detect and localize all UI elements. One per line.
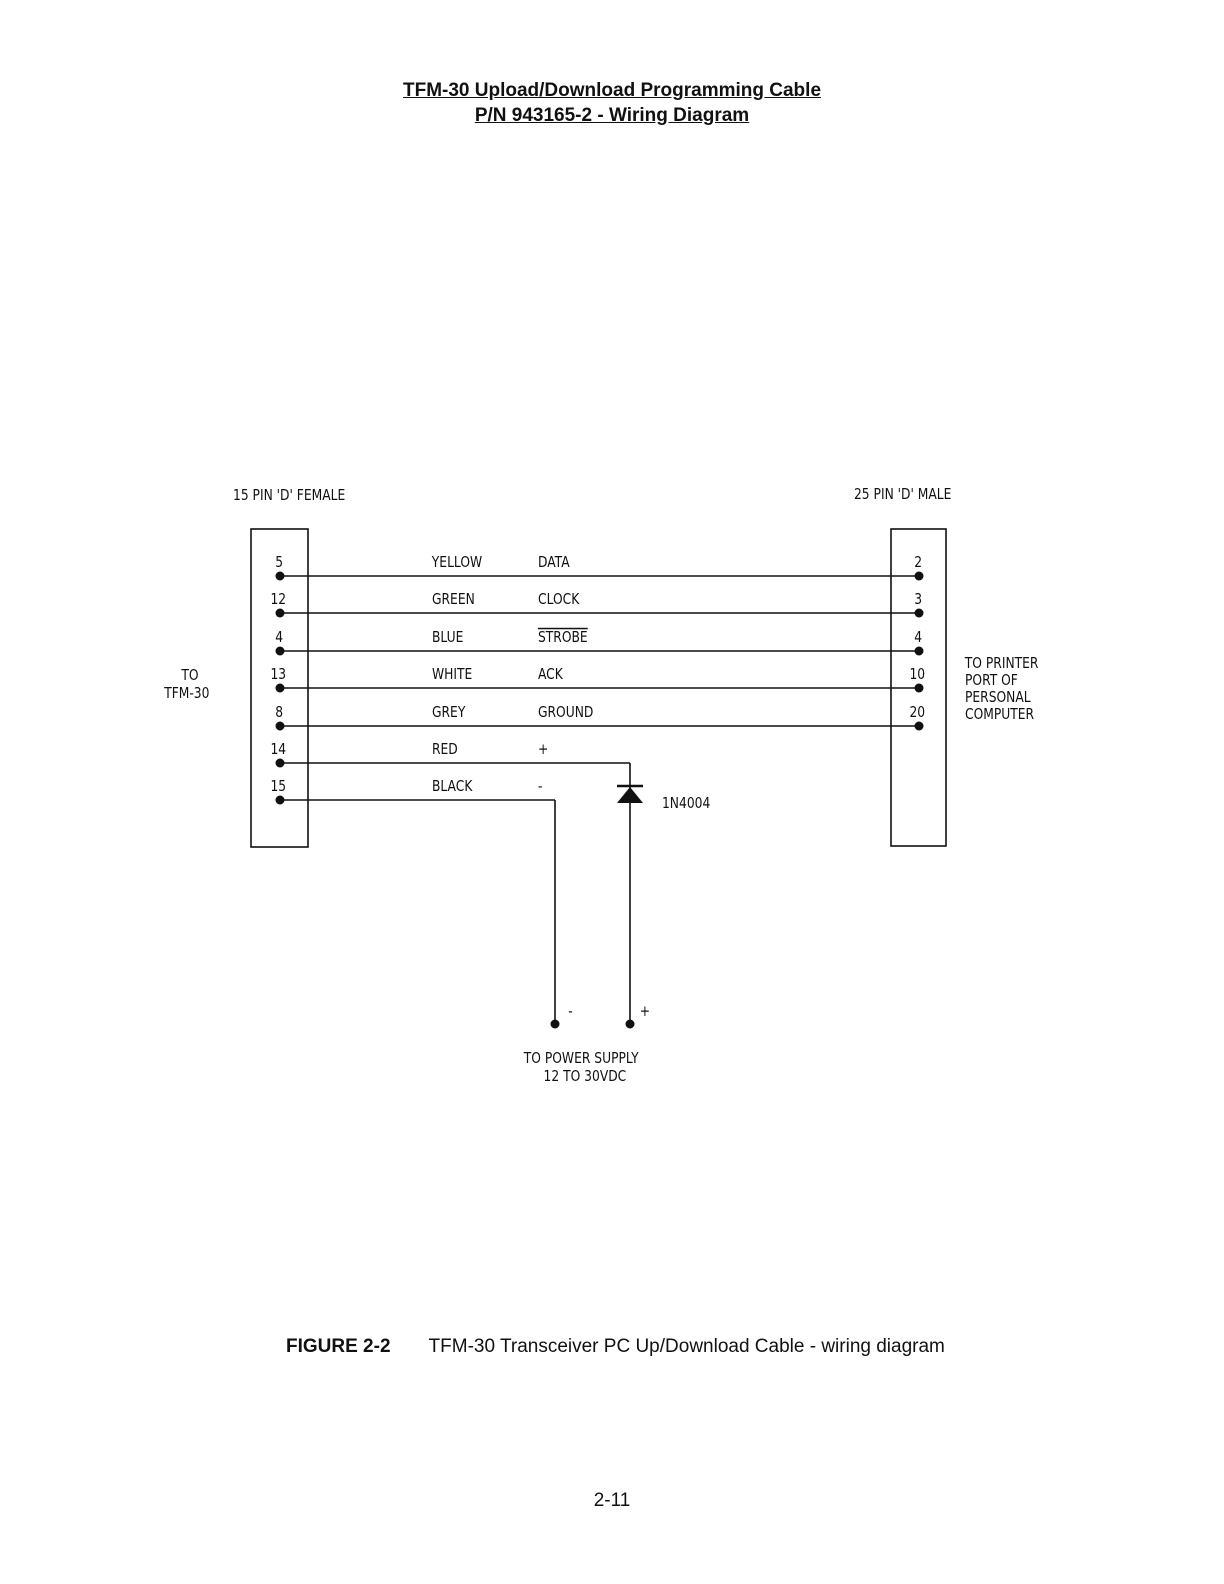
diagram-title: TFM-30 Upload/Download Programming Cable	[402, 80, 822, 101]
power-supply-label-line: 12 TO 30VDC	[544, 1068, 627, 1085]
power-supply-label-line: TO POWER SUPPLY	[523, 1050, 639, 1067]
left-connector-label: 15 PIN 'D' FEMALE	[233, 487, 345, 504]
supply-negative-label: -	[568, 1003, 572, 1020]
supply-negative-terminal	[550, 1019, 560, 1029]
right-pin-number: 20	[909, 704, 925, 721]
figure-caption: FIGURE 2-2 TFM-30 Transceiver PC Up/Downl…	[286, 1336, 945, 1358]
signal-label: DATA	[538, 554, 570, 571]
figure-number: FIGURE 2-2	[286, 1336, 391, 1357]
wire-color-label: YELLOW	[431, 554, 483, 571]
right-pin-dot	[914, 608, 924, 618]
figure-caption-text: TFM-30 Transceiver PC Up/Download Cable …	[428, 1336, 945, 1357]
right-pin-number: 2	[914, 554, 922, 571]
right-pin-dot	[914, 646, 924, 656]
diode-symbol	[617, 787, 643, 803]
left-pin-number: 5	[275, 554, 283, 571]
left-pin-number: 14	[270, 741, 286, 758]
left-pin-number: 12	[270, 591, 286, 608]
right-pin-dot	[914, 571, 924, 581]
page-number: 2-11	[593, 1490, 631, 1511]
right-device-label-line: TO PRINTER	[964, 655, 1039, 672]
signal-label: GROUND	[538, 704, 593, 721]
signal-label: STROBE	[538, 629, 588, 646]
supply-positive-label: +	[640, 1003, 650, 1020]
right-device-label-line: PERSONAL	[965, 689, 1031, 706]
right-pin-dot	[914, 721, 924, 731]
left-device-label-line: TO	[180, 667, 198, 684]
wire-color-label: BLACK	[432, 778, 473, 795]
power-signal-label: +	[538, 741, 548, 758]
signal-label: ACK	[538, 666, 564, 683]
right-device-label-line: PORT OF	[965, 672, 1018, 689]
diode-label: 1N4004	[662, 795, 710, 812]
wire-color-label: GREEN	[432, 591, 475, 608]
left-device-label-line: TFM-30	[163, 685, 209, 702]
left-pin-number: 8	[275, 704, 283, 721]
right-pin-number: 4	[914, 629, 922, 646]
part-number-title: P/N 943165-2 - Wiring Diagram	[474, 105, 750, 126]
power-signal-label: -	[538, 778, 542, 795]
right-connector-label: 25 PIN 'D' MALE	[854, 486, 951, 503]
wire-color-label: BLUE	[432, 629, 463, 646]
left-pin-number: 4	[275, 629, 283, 646]
wire-color-label: GREY	[432, 704, 466, 721]
right-pin-number: 10	[909, 666, 925, 683]
left-pin-number: 15	[270, 778, 286, 795]
right-device-label-line: COMPUTER	[965, 706, 1034, 723]
signal-label: CLOCK	[538, 591, 580, 608]
wire-color-label: WHITE	[432, 666, 472, 683]
wire-color-label: RED	[432, 741, 458, 758]
left-pin-number: 13	[270, 666, 286, 683]
right-pin-dot	[914, 683, 924, 693]
supply-positive-terminal	[625, 1019, 635, 1029]
right-pin-number: 3	[914, 591, 922, 608]
